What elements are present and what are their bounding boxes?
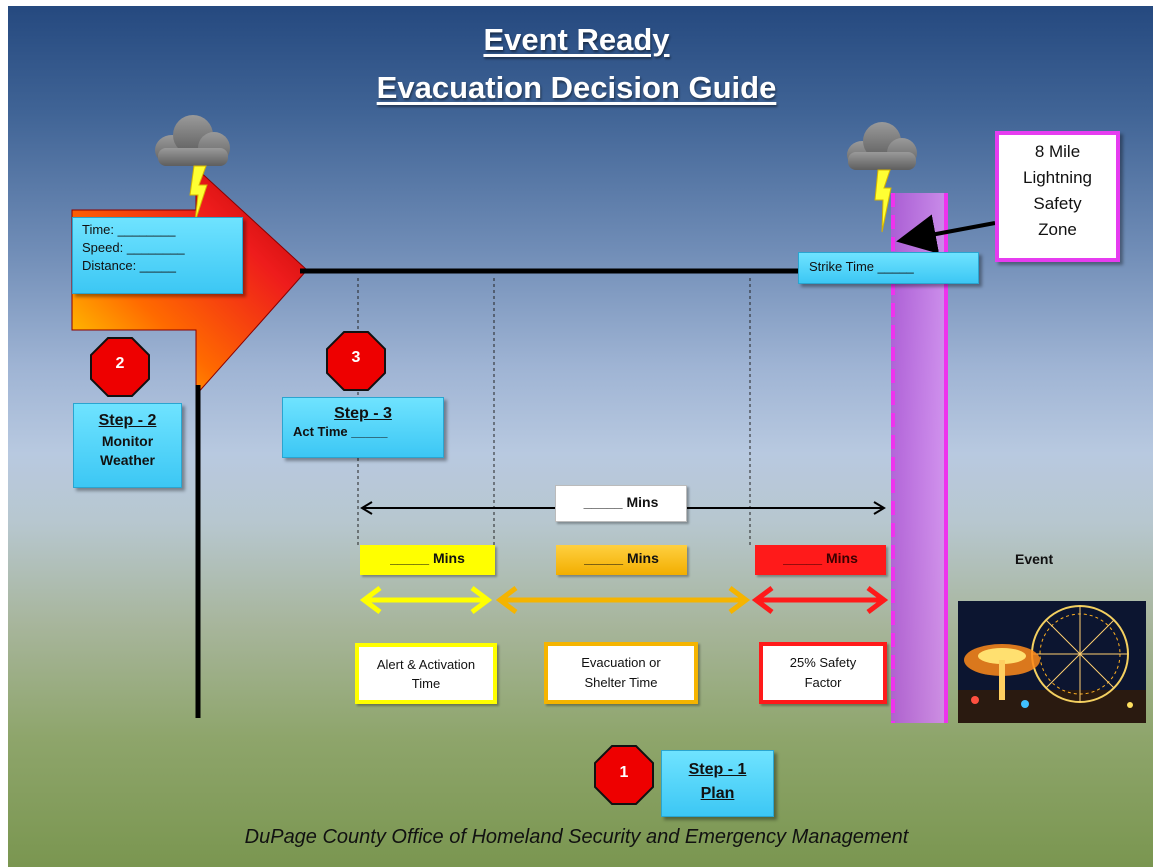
safety-zone-line: Safety <box>1033 194 1082 213</box>
stop-number-1: 1 <box>619 764 629 781</box>
stop-number-2: 2 <box>115 355 125 372</box>
alert-mins-box[interactable]: _____ Mins <box>360 545 495 575</box>
distance-field[interactable]: Distance: _____ <box>82 258 176 273</box>
double-arrow-icon <box>495 586 751 614</box>
lightning-bolt-icon <box>189 165 208 223</box>
total-mins-box[interactable]: _____ Mins <box>555 485 687 522</box>
evac-description-box: Evacuation or Shelter Time <box>544 642 698 704</box>
lightning-bolt-icon <box>874 169 892 233</box>
storm-cloud-icon <box>847 122 917 170</box>
alert-description-box: Alert & Activation Time <box>355 643 497 704</box>
step-2-title: Step - 2 <box>98 412 157 429</box>
safety-zone-line: 8 Mile <box>1034 142 1081 161</box>
evac-mins-box[interactable]: _____ Mins <box>556 545 687 575</box>
stop-sign-icon <box>90 337 150 397</box>
storm-cloud-icon <box>155 115 230 166</box>
footer-credit: DuPage County Office of Homeland Securit… <box>244 826 909 848</box>
title-line-1: Event Ready <box>483 22 670 57</box>
act-time-field: Act Time _____ <box>293 424 388 439</box>
speed-field[interactable]: Speed: ________ <box>82 240 185 255</box>
step-2-line: Weather <box>100 452 155 468</box>
alert-description-line: Alert & Activation <box>376 656 476 672</box>
double-arrow-icon <box>751 586 889 614</box>
evac-mins-label: _____ Mins <box>584 550 659 566</box>
safety-zone-line: Zone <box>1038 220 1077 239</box>
safety-mins-label: _____ Mins <box>783 550 858 566</box>
step-1-title: Step - 1 <box>688 761 747 778</box>
strike-time-box[interactable]: Strike Time _____ <box>798 252 979 284</box>
safety-mins-box[interactable]: _____ Mins <box>755 545 886 575</box>
safety-zone-line: Lightning <box>1022 168 1092 187</box>
safety-zone-label: 8 Mile Lightning Safety Zone <box>995 131 1120 262</box>
title-line-2: Evacuation Decision Guide <box>376 70 777 105</box>
stop-sign-icon <box>594 745 654 805</box>
step-3-title: Step - 3 <box>334 405 392 422</box>
stop-sign-icon <box>326 331 386 391</box>
strike-time-label: Strike Time _____ <box>809 259 914 274</box>
safety-description-line: 25% Safety <box>789 655 857 670</box>
double-arrow-icon <box>359 586 493 614</box>
step-3-box[interactable]: Step - 3 Act Time _____ <box>282 397 444 458</box>
step-2-line: Monitor <box>101 433 154 449</box>
event-label: Event <box>1015 551 1054 567</box>
safety-description-box: 25% Safety Factor <box>759 642 887 704</box>
step-1-box[interactable]: Step - 1 Plan <box>661 750 774 817</box>
time-field[interactable]: Time: ________ <box>82 222 176 237</box>
total-mins-label: _____ Mins <box>583 494 659 510</box>
monitor-data-box: Time: ________ Speed: ________ Distance:… <box>72 217 243 294</box>
alert-description-line: Time <box>411 675 441 691</box>
stop-number-3: 3 <box>351 349 361 366</box>
step-1-line: Plan <box>700 785 735 802</box>
evac-description-line: Evacuation or <box>581 655 661 670</box>
safety-description-line: Factor <box>804 675 842 690</box>
alert-mins-label: _____ Mins <box>390 550 465 566</box>
carnival-photo <box>958 601 1146 723</box>
step-2-box[interactable]: Step - 2 Monitor Weather <box>73 403 182 488</box>
total-span-arrowhead-left <box>360 501 373 515</box>
pointer-arrow <box>896 214 996 254</box>
total-span-arrowhead-right <box>873 501 886 515</box>
evac-description-line: Shelter Time <box>584 675 658 690</box>
